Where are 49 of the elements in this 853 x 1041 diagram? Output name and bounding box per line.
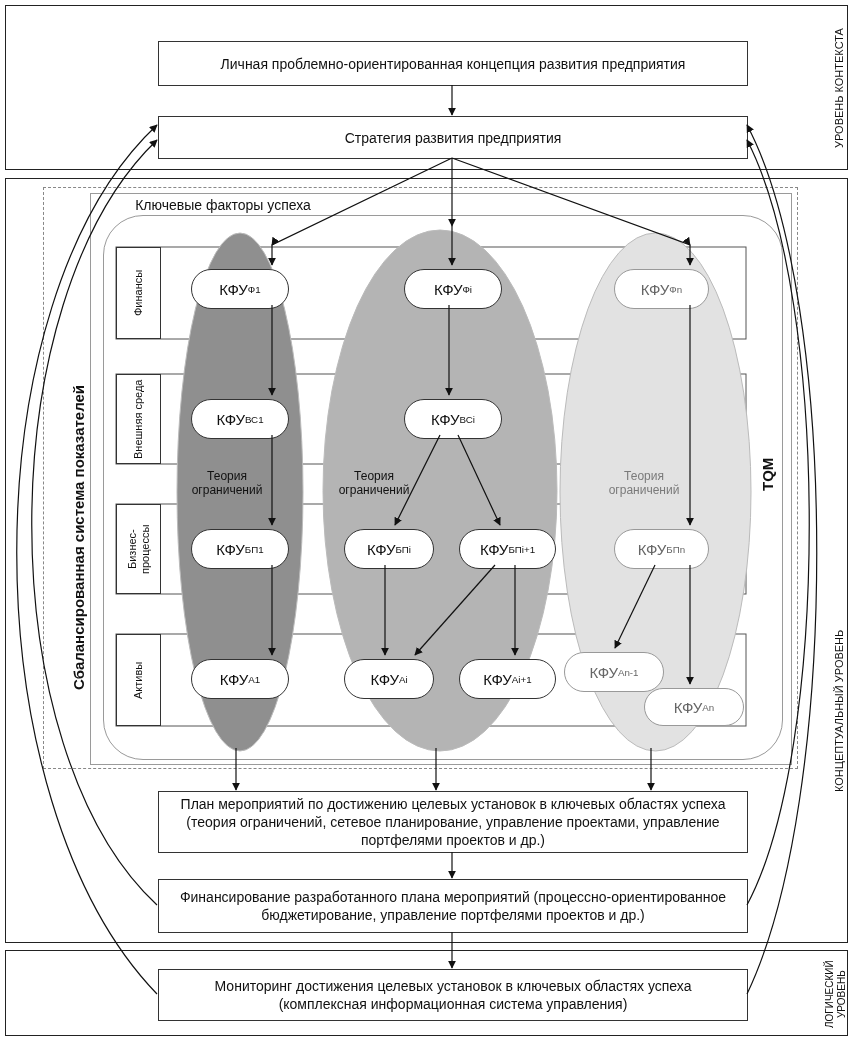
constraint-ellipse bbox=[322, 229, 558, 752]
arrow bbox=[448, 931, 456, 969]
tqm-label: TQM bbox=[757, 456, 777, 493]
arrow bbox=[686, 304, 694, 526]
arrow bbox=[448, 157, 456, 266]
process-box: Финансирование разработанного плана мероприятий (процессно-ориентированное бюджетирование, управление портфелями проектов и др.) bbox=[158, 879, 748, 933]
level-band bbox=[5, 950, 848, 1036]
perspective-label: Финансы bbox=[116, 247, 161, 339]
level-title: КОНЦЕПТУАЛЬНЫЙ УРОВЕНЬ bbox=[831, 628, 846, 795]
arrow bbox=[432, 747, 440, 791]
arrow bbox=[268, 157, 453, 266]
process-box: План мероприятий по достижению целевых установок в ключевых областях успеха (теория ограничений, сетевое планирование, управление проектами, управление портфелями проектов и др.) bbox=[158, 791, 748, 853]
perspective-label: Активы bbox=[116, 634, 161, 726]
constraint-ellipse bbox=[559, 232, 752, 752]
arrow bbox=[448, 851, 456, 879]
perspective-label: Бизнес-процессы bbox=[116, 504, 161, 594]
scorecard-title: Сбалансированная система показателей bbox=[68, 383, 88, 692]
arrow bbox=[686, 564, 694, 685]
arrow bbox=[448, 84, 456, 116]
process-box: Мониторинг достижения целевых установок в ключевых областях успеха (комплексная информационная система управления) bbox=[158, 969, 748, 1021]
perspective-label: Внешняя среда bbox=[116, 374, 161, 464]
arrow bbox=[457, 434, 501, 526]
level-band bbox=[5, 178, 848, 943]
level-title: УРОВЕНЬ КОНТЕКСТА bbox=[831, 27, 846, 151]
arrow bbox=[31, 139, 158, 906]
ellipse-title: Теория ограничений bbox=[337, 468, 411, 499]
frame-title: Ключевые факторы успеха bbox=[134, 196, 312, 213]
arrow bbox=[746, 139, 810, 906]
arrow bbox=[445, 304, 453, 396]
arrow bbox=[414, 564, 496, 656]
arrow bbox=[394, 434, 441, 526]
arrow bbox=[381, 564, 389, 656]
process-box: Стратегия развития предприятия bbox=[158, 116, 748, 159]
arrow bbox=[647, 747, 655, 791]
level-band bbox=[5, 5, 848, 170]
level-title: ЛОГИЧЕСКИЙ УРОВЕНЬ bbox=[823, 959, 848, 1030]
arrow bbox=[511, 564, 519, 656]
arrow bbox=[232, 747, 240, 791]
arrow bbox=[268, 434, 276, 526]
process-box: Личная проблемно-ориентированная концепция развития предприятия bbox=[158, 41, 748, 86]
arrow bbox=[268, 304, 276, 396]
arrow bbox=[746, 124, 818, 995]
ellipse-title: Теория ограничений bbox=[190, 468, 264, 499]
constraint-ellipse bbox=[176, 232, 304, 752]
arrow bbox=[614, 564, 656, 649]
arrow bbox=[268, 564, 276, 656]
arrow bbox=[16, 124, 158, 995]
arrow bbox=[451, 157, 694, 266]
ellipse-title: Теория ограничений bbox=[607, 468, 681, 499]
